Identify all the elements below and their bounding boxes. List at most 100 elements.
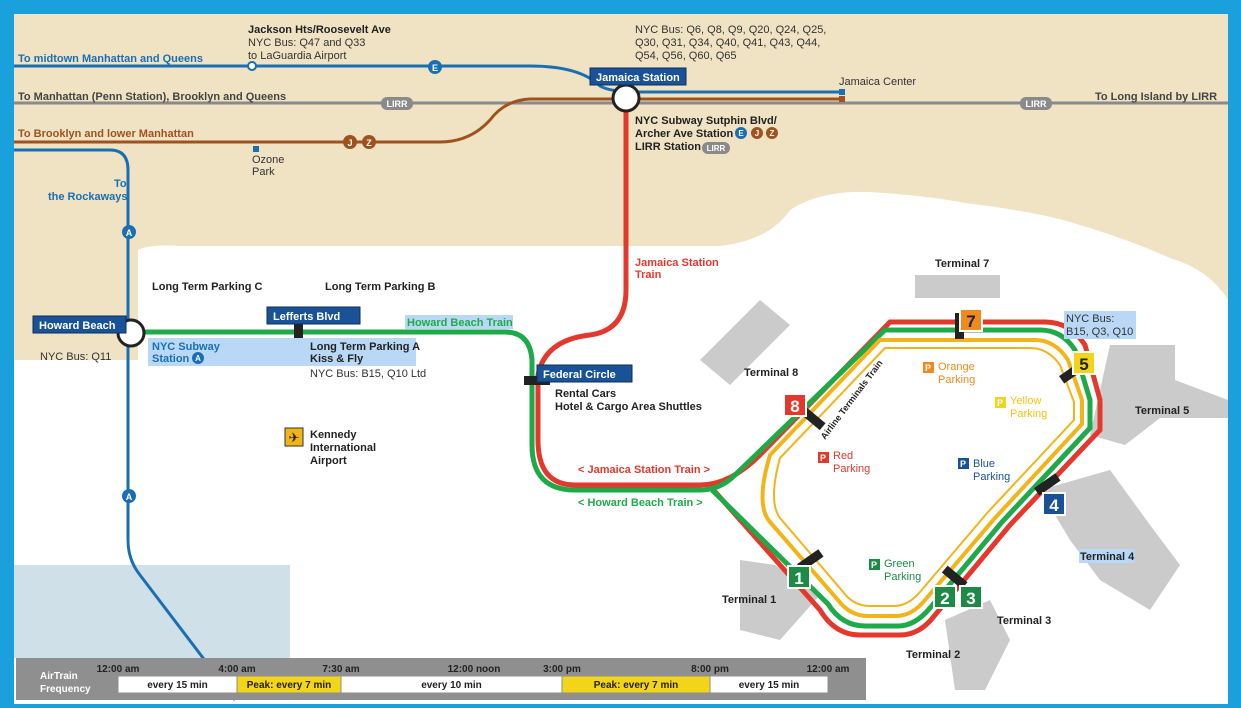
to-penn-label: To Manhattan (Penn Station), Brooklyn an…: [18, 91, 286, 103]
kennedy-1: Kennedy: [310, 429, 357, 441]
howard-train-line: [138, 327, 1093, 629]
jamaica-center-stop: [839, 89, 845, 95]
sutphin-lirr-badge: [702, 142, 730, 154]
jamaica-station-marker[interactable]: [611, 83, 641, 113]
hotel-shuttles: Hotel & Cargo Area Shuttles: [555, 401, 702, 413]
sutphin-1: NYC Subway Sutphin Blvd/: [635, 115, 777, 127]
subway-jz-line: [14, 97, 842, 144]
svg-text:Parking: Parking: [973, 471, 1010, 483]
federal-circle-label[interactable]: Federal Circle: [536, 364, 633, 383]
howard-beach-label[interactable]: Howard Beach: [32, 315, 127, 334]
svg-text:Yellow: Yellow: [1010, 395, 1041, 407]
sutphin-2: Archer Ave Station: [635, 128, 733, 140]
to-rockaways-1: To: [114, 178, 127, 190]
svg-text:Howard Beach: Howard Beach: [39, 320, 116, 332]
lefferts-label[interactable]: Lefferts Blvd: [266, 306, 361, 325]
howard-train-label: Howard Beach Train: [407, 317, 513, 329]
terminal-5-marker[interactable]: 5: [1072, 351, 1096, 375]
svg-text:E: E: [738, 129, 744, 138]
terminal-2-marker[interactable]: 2: [933, 585, 957, 609]
lirr-badges: LIRR LIRR: [381, 97, 1052, 110]
blue-parking: P Blue Parking: [958, 458, 1010, 483]
terminal-1-label: Terminal 1: [722, 594, 776, 606]
green-parking: P Green Parking: [869, 558, 921, 583]
frequency-time-label: 12:00 noon: [448, 664, 501, 675]
svg-text:Green: Green: [884, 558, 915, 570]
svg-text:A: A: [126, 492, 133, 502]
svg-text:P: P: [997, 398, 1003, 408]
nyc-subway-1: NYC Subway: [152, 341, 221, 353]
svg-text:Red: Red: [833, 450, 853, 462]
sutphin-3: LIRR Station: [635, 141, 701, 153]
svg-text:7: 7: [966, 312, 975, 331]
a-badges: A A: [122, 225, 136, 503]
howard-train-direction: < Howard Beach Train >: [578, 497, 703, 509]
lefferts-bus: NYC Bus: B15, Q10 Ltd: [310, 368, 426, 380]
frequency-time-label: 12:00 am: [97, 664, 140, 675]
sutphin-badges: E J Z: [735, 127, 778, 139]
frequency-time-label: 4:00 am: [218, 664, 255, 675]
orange-parking: P Orange Parking: [923, 361, 975, 386]
svg-text:8: 8: [790, 397, 799, 416]
terminal-bus-bg: [1064, 311, 1136, 339]
svg-text:3: 3: [966, 589, 975, 608]
frequency-segment-label: every 15 min: [739, 680, 800, 691]
jz-badges: J Z: [343, 135, 376, 149]
howard-train-label-bg: [405, 315, 513, 329]
terminal-7-marker[interactable]: 7: [959, 308, 983, 332]
ltp-b: Long Term Parking B: [325, 281, 435, 293]
terminal-4-marker[interactable]: 4: [1042, 492, 1066, 516]
red-parking: P Red Parking: [818, 450, 870, 475]
svg-text:Parking: Parking: [938, 374, 975, 386]
frequency-segment: [709, 675, 829, 694]
terminals-train-line-inner: [773, 347, 1075, 607]
jackson-hts-to: to LaGuardia Airport: [248, 50, 346, 62]
kennedy-2: International: [310, 442, 376, 454]
frequency-time-label: 3:00 pm: [543, 664, 581, 675]
ltp-c: Long Term Parking C: [152, 281, 262, 293]
terminal-bus-1: NYC Bus:: [1066, 313, 1114, 325]
frequency-time-label: 7:30 am: [322, 664, 359, 675]
svg-text:4: 4: [1049, 496, 1059, 515]
terminal-3-marker[interactable]: 3: [959, 585, 983, 609]
svg-text:1: 1: [794, 569, 803, 588]
to-long-island-label: To Long Island by LIRR: [1095, 91, 1217, 103]
nyc-subway-a-text: A: [195, 354, 201, 363]
e-badge: E: [428, 60, 442, 74]
svg-text:5: 5: [1079, 355, 1088, 374]
jamaica-station-label[interactable]: Jamaica Station: [589, 67, 687, 86]
jamaica-train-label-1: Jamaica Station: [635, 257, 719, 269]
nyc-subway-a-badge: [192, 352, 204, 364]
frequency-time-label: 12:00 am: [807, 664, 850, 675]
terminal-4-bg: [1079, 549, 1135, 563]
jackson-hts-title: Jackson Hts/Roosevelt Ave: [248, 24, 391, 36]
svg-text:P: P: [871, 560, 877, 570]
terminal-5-label: Terminal 5: [1135, 405, 1189, 417]
subway-station-highlight: [148, 338, 416, 366]
svg-text:Z: Z: [366, 138, 372, 148]
frequency-segment-label: Peak: every 7 min: [247, 680, 332, 691]
ltp-a: Long Term Parking A: [310, 341, 420, 353]
jamaica-train-direction: < Jamaica Station Train >: [578, 464, 710, 476]
frequency-segment-label: every 10 min: [421, 680, 482, 691]
rental-cars: Rental Cars: [555, 388, 616, 400]
ozone-2: Park: [252, 166, 275, 178]
jamaica-center-stop-2: [839, 96, 845, 102]
terminal-8-marker[interactable]: 8: [783, 393, 807, 417]
water-area: [14, 565, 290, 658]
svg-text:J: J: [347, 138, 352, 148]
frequency-title-2: Frequency: [40, 684, 91, 695]
jamaica-bus-3: Q54, Q56, Q60, Q65: [635, 50, 737, 62]
frequency-time-label: 8:00 pm: [691, 664, 729, 675]
svg-text:Jamaica Station: Jamaica Station: [596, 72, 680, 84]
svg-text:P: P: [960, 459, 966, 469]
to-midtown-label: To midtown Manhattan and Queens: [18, 53, 203, 65]
svg-text:Federal Circle: Federal Circle: [543, 369, 616, 381]
terminal-1-marker[interactable]: 1: [787, 565, 811, 589]
terminals-train-line: [760, 338, 1084, 618]
svg-text:LIRR: LIRR: [387, 99, 408, 109]
svg-text:Orange: Orange: [938, 361, 975, 373]
svg-text:A: A: [126, 228, 133, 238]
svg-text:J: J: [755, 129, 759, 138]
